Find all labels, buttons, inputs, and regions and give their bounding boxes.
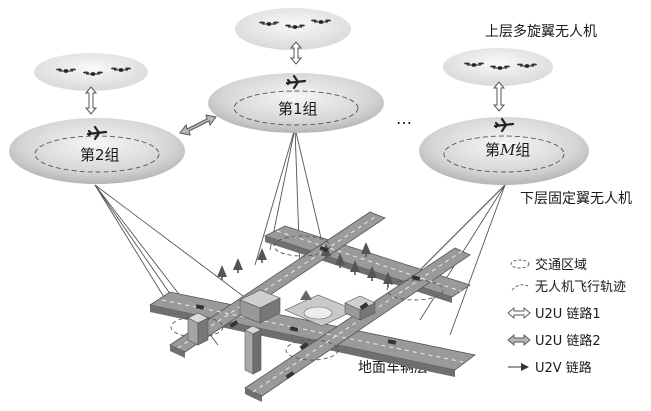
upper-layer-label: 上层多旋翼无人机 <box>485 23 597 40</box>
legend-item-flight-path: 无人机飞行轨迹 <box>511 280 626 295</box>
legend-label: U2U 链路1 <box>535 306 601 322</box>
tree-icon <box>257 248 267 263</box>
dashed-arc-icon <box>511 284 529 291</box>
lower-layer-label: 下层固定翼无人机 <box>520 191 632 207</box>
upper-cloud-1 <box>235 8 351 50</box>
white-double-arrow-icon <box>507 307 531 319</box>
group-ellipse-m <box>419 117 589 185</box>
legend-label: U2U 链路2 <box>535 333 601 349</box>
legend-item-u2u-link1: U2U 链路1 <box>507 306 601 322</box>
park-icon <box>284 290 356 327</box>
legend-item-u2u-link2: U2U 链路2 <box>507 333 601 349</box>
ground-layer <box>148 211 476 402</box>
legend-label: 交通区域 <box>535 257 587 273</box>
u2u-link1-arrows <box>84 41 506 115</box>
house-icon <box>344 295 376 321</box>
legend-item-u2v-link: U2V 链路 <box>508 360 592 376</box>
group-2-label: 第2组 <box>80 146 120 164</box>
upper-cloud-2 <box>34 53 148 91</box>
legend: 交通区域 无人机飞行轨迹 U2U 链路1 U2U 链路2 U2V 链路 <box>507 257 626 376</box>
group-1-label: 第1组 <box>278 100 318 118</box>
dashed-ellipse-icon <box>510 259 530 269</box>
tall-building-icon <box>187 312 209 346</box>
u2u-link2-arrow <box>179 114 217 136</box>
group-m-label: 第M组 <box>485 141 530 159</box>
upper-cloud-m <box>443 48 553 86</box>
legend-item-traffic-zone: 交通区域 <box>510 257 587 273</box>
legend-label: U2V 链路 <box>535 360 592 376</box>
tree-icon <box>233 258 243 273</box>
legend-label: 无人机飞行轨迹 <box>535 280 626 295</box>
tower-icon <box>244 325 262 375</box>
ellipsis-label: … <box>396 109 412 128</box>
group-ellipse-2 <box>9 118 185 184</box>
group-ellipse-1 <box>208 73 384 133</box>
building-icon <box>239 289 281 324</box>
gray-double-arrow-icon <box>507 334 531 346</box>
